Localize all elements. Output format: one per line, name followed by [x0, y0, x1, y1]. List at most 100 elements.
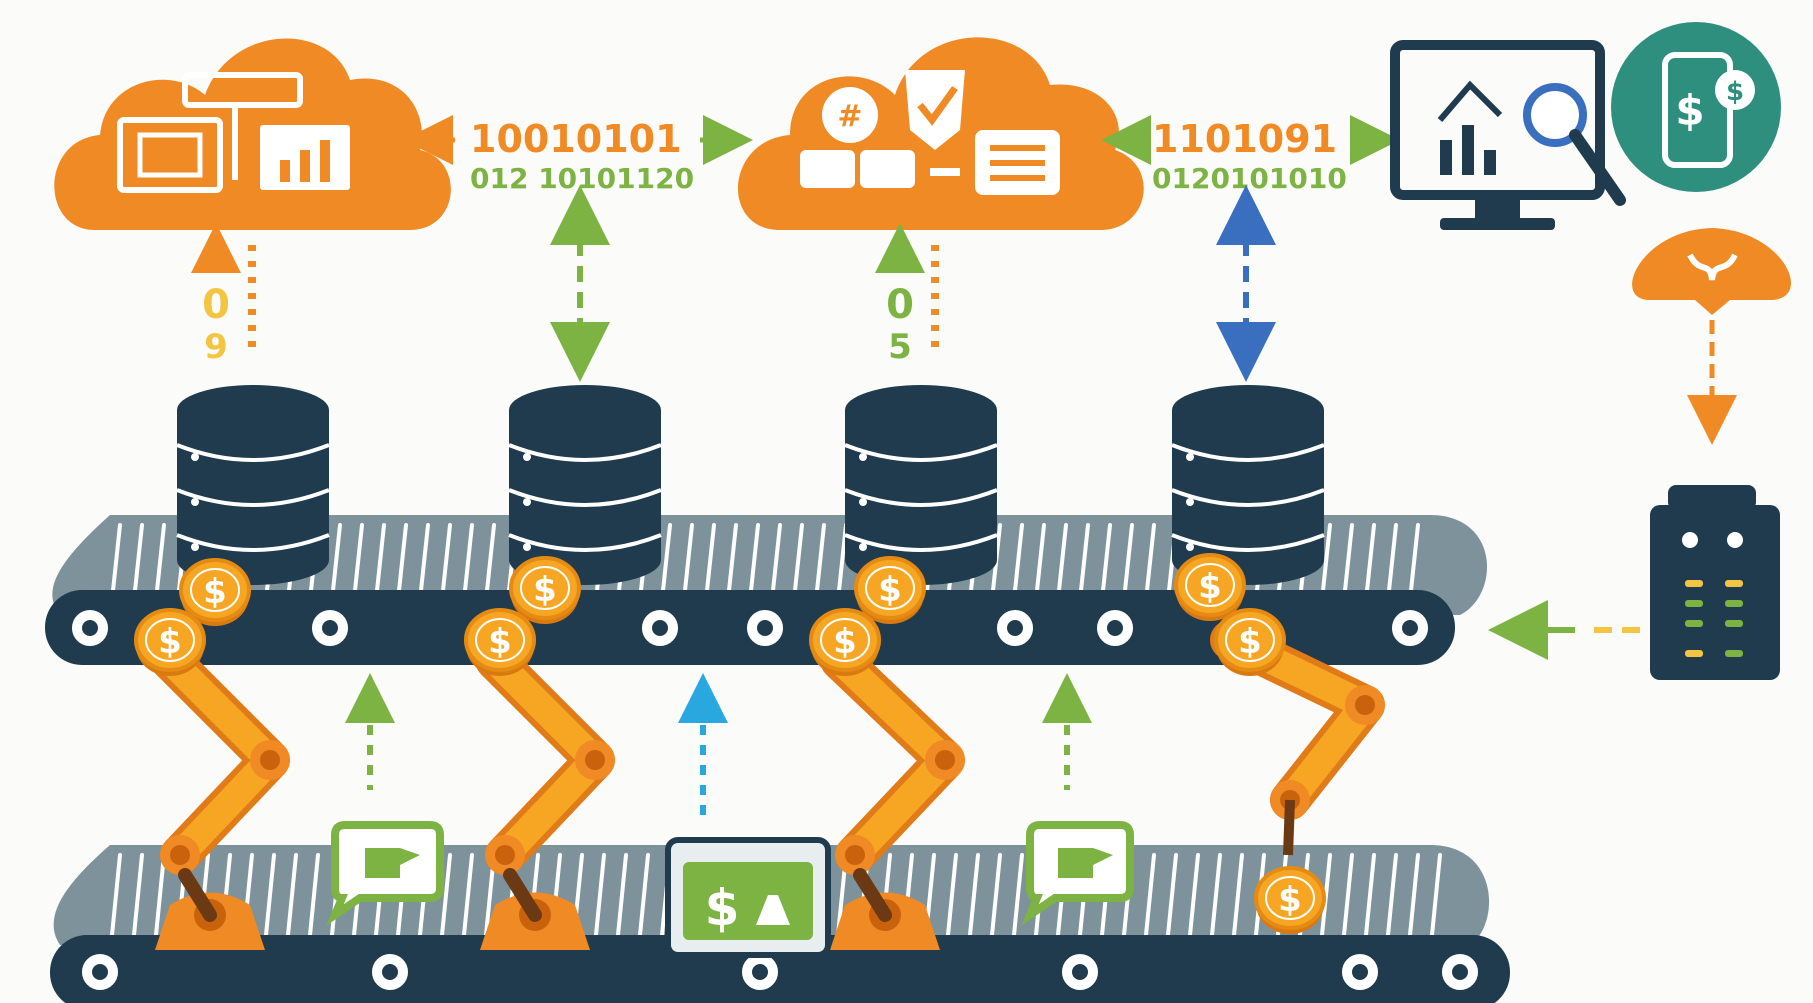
coin-symbol: $ [158, 622, 182, 662]
robot-arm [150, 640, 290, 875]
coin-icon: $ [464, 608, 536, 676]
coin-symbol: $ [533, 570, 557, 610]
belt-slat [1408, 523, 1420, 602]
chat-bubble-icon [326, 821, 444, 926]
binary-left-bottom: 012 10101120 [470, 162, 694, 195]
coin-icon: $ [179, 558, 251, 626]
robot-arm [820, 640, 965, 875]
belt-slat [1232, 853, 1244, 937]
database-icon [176, 385, 330, 585]
chat-bubble-icon [1021, 821, 1134, 926]
binary-left-top: 10010101 [470, 117, 682, 161]
database-icon [1171, 385, 1325, 585]
coin-symbol: $ [833, 622, 857, 662]
belt-slat [352, 523, 364, 602]
belt-slat [1144, 853, 1156, 937]
payment-phone-icon: $ $ [1611, 22, 1781, 192]
belt-slat [484, 523, 496, 602]
coin-icon: $ [1174, 553, 1246, 621]
coin-group: $$$$$$$$$ [134, 553, 1326, 934]
belt-slat [682, 523, 694, 602]
belt-slat [1364, 523, 1376, 602]
belt-slat [1320, 523, 1332, 602]
belt-slat [770, 523, 782, 602]
belt-slat [132, 853, 144, 937]
belt-slat [154, 853, 166, 937]
belt-slat [1166, 853, 1178, 937]
belt-slat [132, 523, 144, 602]
cloud-left [54, 38, 451, 230]
belt-slat [836, 523, 848, 602]
belt-slat [748, 523, 760, 602]
svg-text:#: # [837, 99, 862, 134]
binary-right-top: 1101091 [1152, 117, 1337, 161]
coin-symbol: $ [1238, 622, 1262, 662]
belt-slat [1100, 523, 1112, 602]
belt-slat [1188, 853, 1200, 937]
robot-base [155, 868, 265, 950]
coin-icon: $ [134, 608, 206, 676]
belt-slat [374, 523, 386, 602]
belt-slat [616, 853, 628, 937]
belt-slat [1386, 853, 1398, 937]
server-control-box-icon [1650, 485, 1780, 680]
coin-icon: $ [809, 608, 881, 676]
arrow-col1: 0 9 [191, 223, 256, 367]
belt-slat [638, 853, 650, 937]
belt-slat [704, 523, 716, 602]
belt-slat [968, 853, 980, 937]
security-shield-icon: # [800, 70, 1060, 195]
belt-slat [440, 523, 452, 602]
belt-slat [418, 523, 430, 602]
digit-col1-b: 9 [204, 327, 228, 367]
belt-slat [1078, 523, 1090, 602]
cloud-center: # [737, 37, 1144, 230]
belt-slat [814, 523, 826, 602]
belt-slat [286, 853, 298, 937]
belt-slat [594, 853, 606, 937]
belt-slat [1364, 853, 1376, 937]
upper-conveyor-belt [45, 515, 1488, 665]
belt-slat [110, 523, 122, 602]
coin-icon: $ [854, 556, 926, 624]
belt-slat [1430, 853, 1442, 937]
coin-symbol: $ [878, 570, 902, 610]
belt-slat [1342, 853, 1354, 937]
belt-slat [1144, 523, 1156, 602]
binary-right: 1101091 0120101010 [1101, 115, 1400, 195]
belt-slat [1122, 523, 1134, 602]
svg-text:$: $ [1675, 86, 1704, 135]
belt-slat [792, 523, 804, 602]
belt-slat [264, 853, 276, 937]
svg-text:$: $ [1726, 77, 1744, 107]
belt-slat [1012, 523, 1024, 602]
belt-slat [154, 523, 166, 602]
coin-symbol: $ [203, 572, 227, 612]
digit-col3-a: 0 [886, 282, 914, 328]
database-icon [844, 385, 998, 585]
belt-slat [1012, 853, 1024, 937]
belt-slat [440, 853, 452, 937]
database-icon [508, 385, 662, 585]
dashboard-icon [117, 72, 350, 193]
belt-slat [660, 523, 672, 602]
belt-slat [1320, 853, 1332, 937]
belt-slat [462, 523, 474, 602]
money-card-dollar: $ [705, 879, 740, 937]
analytics-monitor-icon [1390, 40, 1626, 230]
belt-slat [726, 523, 738, 602]
brain-icon [1632, 228, 1791, 445]
coin-symbol: $ [1278, 880, 1302, 920]
belt-slat [1342, 523, 1354, 602]
coin-symbol: $ [1198, 567, 1222, 607]
belt-rollers [68, 606, 1432, 650]
arrow-col3: 0 5 [875, 223, 939, 367]
coin-icon: $ [1214, 608, 1286, 676]
belt-slat [990, 853, 1002, 937]
robot-base [830, 868, 940, 950]
belt-slat [1210, 853, 1222, 937]
belt-slat [330, 523, 342, 602]
belt-rollers [78, 950, 1482, 994]
belt-slat [1408, 853, 1420, 937]
